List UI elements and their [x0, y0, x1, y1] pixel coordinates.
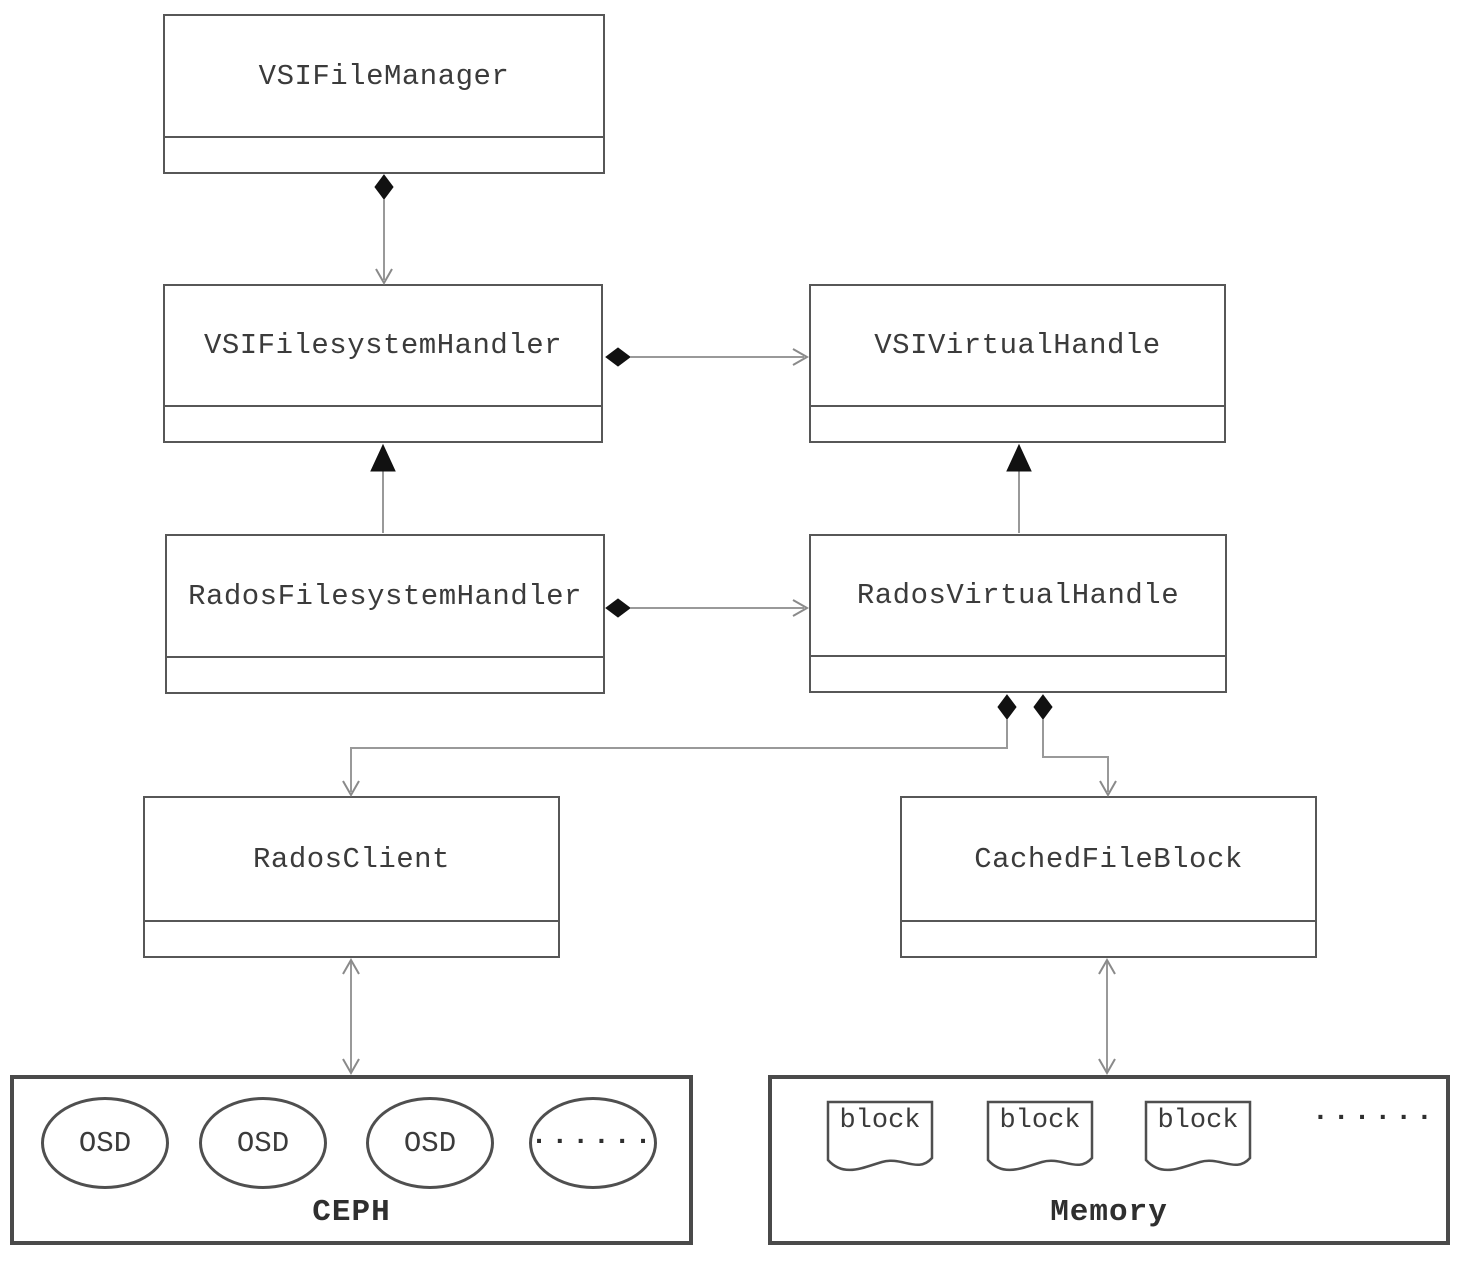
ceph-label: CEPH	[312, 1195, 391, 1230]
open-arrowhead-icon	[342, 957, 360, 975]
class-attributes-compartment	[902, 920, 1315, 956]
block-shape-icon	[986, 1100, 1094, 1172]
inheritance-link-radosvirtualhandle-to-vsivirtualhandle	[1006, 443, 1032, 533]
class-name-label: VSIFilesystemHandler	[203, 329, 563, 362]
block-label: block	[1157, 1106, 1239, 1136]
ceph-container: OSD OSD OSD ...... CEPH	[10, 1075, 693, 1245]
osd-label: OSD	[236, 1126, 290, 1160]
osd-label: OSD	[78, 1126, 132, 1160]
association-link-radosclient-to-ceph	[342, 957, 360, 1076]
open-arrowhead-icon	[342, 780, 360, 798]
block-shape-icon	[1144, 1100, 1252, 1172]
composition-link-radosvirtualhandle-to-radosclient	[342, 694, 1017, 798]
class-box-vsifilesystemhandler: VSIFilesystemHandler	[163, 284, 603, 443]
class-attributes-compartment	[811, 405, 1224, 441]
composition-diamond-icon	[374, 174, 394, 200]
composition-diamond-icon	[997, 694, 1017, 720]
class-name-label: RadosClient	[253, 842, 450, 876]
composition-link-radosfilesystemhandler-to-radosvirtualhandle	[605, 598, 810, 618]
osd-node: OSD	[199, 1097, 327, 1189]
ellipsis-dots: ......	[530, 1120, 656, 1152]
open-arrowhead-icon	[792, 348, 810, 366]
memory-block: block	[984, 1098, 1096, 1182]
open-arrowhead-icon	[792, 599, 810, 617]
open-arrowhead-icon	[375, 268, 393, 286]
class-attributes-compartment	[145, 920, 558, 956]
class-box-cachedfileblock: CachedFileBlock	[900, 796, 1317, 958]
memory-block: block	[824, 1098, 936, 1182]
composition-link-filesystemhandler-to-virtualhandle	[605, 347, 810, 367]
class-name-label: VSIFileManager	[258, 59, 510, 93]
block-label: block	[839, 1106, 921, 1136]
class-box-radosfilesystemhandler: RadosFilesystemHandler	[165, 534, 605, 694]
composition-link-filemanager-to-filesystemhandler	[374, 174, 394, 286]
class-box-vsivirtualhandle: VSIVirtualHandle	[809, 284, 1226, 443]
composition-diamond-icon	[605, 347, 631, 367]
open-arrowhead-icon	[1099, 780, 1117, 798]
memory-label: Memory	[1050, 1195, 1168, 1230]
class-attributes-compartment	[165, 136, 603, 172]
class-box-radosvirtualhandle: RadosVirtualHandle	[809, 534, 1227, 693]
inheritance-triangle-icon	[1006, 443, 1032, 472]
class-attributes-compartment	[167, 656, 603, 692]
association-link-cachedfileblock-to-memory	[1098, 957, 1116, 1076]
open-arrowhead-icon	[342, 1058, 360, 1076]
class-name-label: CachedFileBlock	[974, 842, 1243, 876]
ellipsis-dots: ......	[1312, 1097, 1437, 1128]
class-box-radosclient: RadosClient	[143, 796, 560, 958]
class-attributes-compartment	[811, 655, 1225, 691]
osd-label: OSD	[403, 1126, 457, 1160]
composition-diamond-icon	[605, 598, 631, 618]
osd-node: OSD	[366, 1097, 494, 1189]
open-arrowhead-icon	[1098, 1058, 1116, 1076]
block-shape-icon	[826, 1100, 934, 1172]
memory-container: block block block ...... Memory	[768, 1075, 1450, 1245]
osd-node: OSD	[41, 1097, 169, 1189]
class-box-vsifilemanager: VSIFileManager	[163, 14, 605, 174]
inheritance-link-radosfilesystemhandler-to-vsifilesystemhandler	[370, 443, 396, 533]
class-attributes-compartment	[165, 405, 601, 441]
block-label: block	[999, 1106, 1081, 1136]
class-name-label: VSIVirtualHandle	[874, 329, 1161, 362]
open-arrowhead-icon	[1098, 957, 1116, 975]
composition-link-radosvirtualhandle-to-cachedfileblock	[1033, 694, 1117, 798]
osd-more-node: ......	[529, 1097, 657, 1189]
class-name-label: RadosFilesystemHandler	[188, 579, 582, 613]
memory-block: block	[1142, 1098, 1254, 1182]
inheritance-triangle-icon	[370, 443, 396, 472]
composition-diamond-icon	[1033, 694, 1053, 720]
class-name-label: RadosVirtualHandle	[856, 579, 1180, 612]
